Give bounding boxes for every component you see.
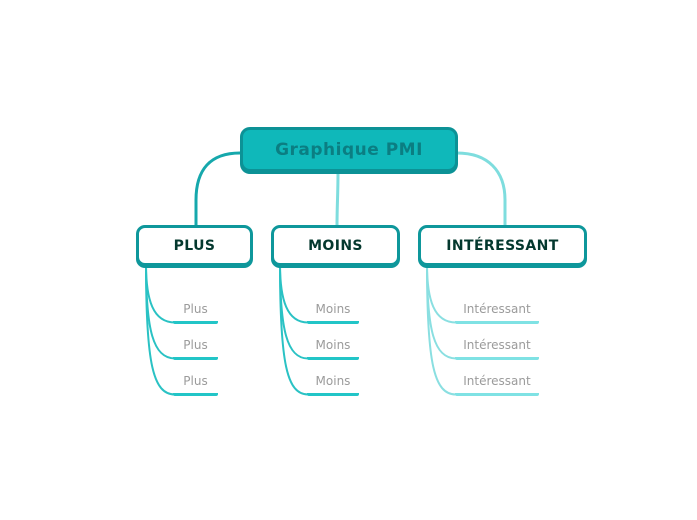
branch-node-moins-label: MOINS [308,237,363,254]
leaf-node-plus-2[interactable]: Plus [173,336,218,360]
connector-plus-leaf-2 [145,263,176,360]
connector-moins-leaf-1 [279,263,309,324]
branch-node-moins[interactable]: MOINS [271,225,400,266]
branch-node-interessant-label: INTÉRESSANT [446,237,559,254]
connector-moins-leaf-3 [279,263,309,396]
root-node-label: Graphique PMI [275,139,423,160]
connector-interessant-leaf-1 [426,263,457,324]
leaf-node-moins-1[interactable]: Moins [307,300,359,324]
branch-node-plus-label: PLUS [173,237,216,254]
connector-root-to-plus [194,151,241,226]
leaf-node-plus-3[interactable]: Plus [173,372,218,396]
connector-plus-leaf-3 [145,263,176,396]
connector-moins-leaf-2 [279,263,309,360]
root-node[interactable]: Graphique PMI [240,127,458,172]
connector-root-to-interessant [456,151,507,226]
leaf-node-plus-1[interactable]: Plus [173,300,218,324]
connector-root-to-moins [335,171,340,227]
branch-node-plus[interactable]: PLUS [136,225,253,266]
connector-interessant-leaf-3 [426,263,457,396]
connector-plus-leaf-1 [145,263,176,324]
leaf-node-interessant-3[interactable]: Intéressant [455,372,539,396]
leaf-node-interessant-2[interactable]: Intéressant [455,336,539,360]
leaf-node-moins-3[interactable]: Moins [307,372,359,396]
leaf-node-interessant-1[interactable]: Intéressant [455,300,539,324]
leaf-node-moins-2[interactable]: Moins [307,336,359,360]
connector-interessant-leaf-2 [426,263,457,360]
branch-node-interessant[interactable]: INTÉRESSANT [418,225,587,266]
